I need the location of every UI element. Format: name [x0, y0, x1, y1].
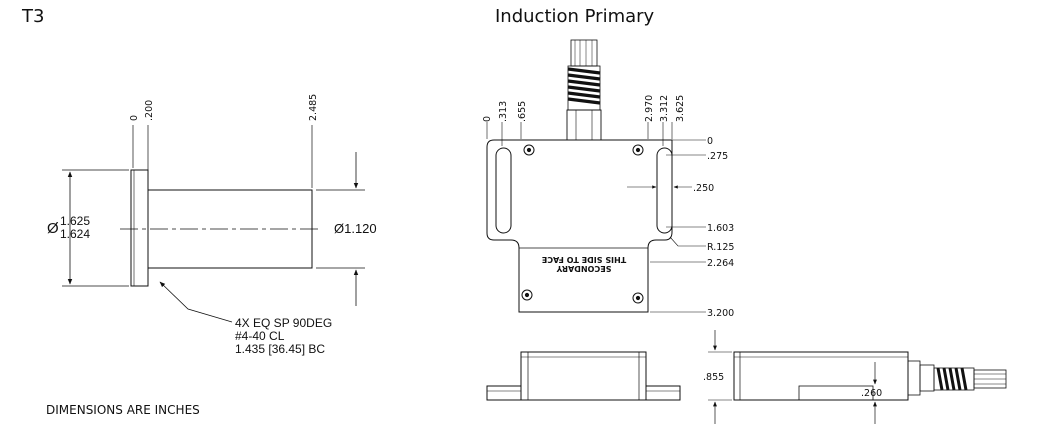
t3-dim-2485: 2.485 [308, 94, 319, 121]
primary-top-dim-655: .655 [517, 101, 528, 122]
primary-side-view [708, 330, 1007, 424]
cable-strain-relief [566, 39, 602, 141]
face-text-line1: THIS SIDE TO FACE [542, 255, 626, 264]
primary-top-dim-3625: 3.625 [675, 95, 686, 122]
side-dim-855: .855 [703, 372, 724, 383]
primary-right-dim-250: .250 [693, 183, 714, 194]
units-note: DIMENSIONS ARE INCHES [46, 403, 200, 417]
primary-top-dim-2970: 2.970 [644, 95, 655, 122]
mount-hole-1 [523, 144, 535, 156]
t3-dim-200: .200 [144, 100, 155, 121]
t3-flange [130, 169, 149, 287]
induction-primary-title: Induction Primary [495, 6, 655, 27]
mount-hole-4 [632, 292, 644, 304]
primary-right-dim-2264: 2.264 [707, 258, 734, 269]
primary-right-dim-0: 0 [707, 136, 713, 147]
t3-callout-line3: 1.435 [36.45] BC [235, 342, 325, 356]
t3-dim-0: 0 [129, 115, 140, 121]
left-slot [495, 147, 512, 234]
t3-dia-symbol: Ø [47, 220, 59, 237]
primary-front-view [486, 351, 681, 401]
mount-hole-2 [632, 144, 644, 156]
primary-body [486, 139, 673, 313]
primary-right-dim-3200: 3.200 [707, 308, 734, 319]
primary-right-dim-1603: 1.603 [707, 223, 734, 234]
t3-title: T3 [22, 6, 45, 27]
primary-top-dim-3312: 3.312 [659, 95, 670, 122]
t3-callout-line2: #4-40 CL [235, 329, 285, 343]
primary-top-view [486, 39, 706, 313]
face-text-line2: SECONDARY [556, 264, 611, 273]
right-slot [656, 147, 673, 234]
side-dim-260: .260 [861, 388, 882, 399]
t3-callout-line1: 4X EQ SP 90DEG [235, 316, 332, 330]
mount-hole-3 [521, 289, 533, 301]
primary-right-dim-r125: R.125 [707, 242, 734, 253]
primary-right-dim-275: .275 [707, 151, 728, 162]
t3-dia-lower: 1.624 [60, 227, 90, 241]
t3-dia-upper: 1.625 [60, 214, 90, 228]
primary-top-dim-0: 0 [482, 116, 493, 122]
primary-top-dim-313: .313 [498, 101, 509, 122]
t3-dia-inner: Ø1.120 [334, 221, 377, 236]
t3-part [62, 125, 365, 323]
